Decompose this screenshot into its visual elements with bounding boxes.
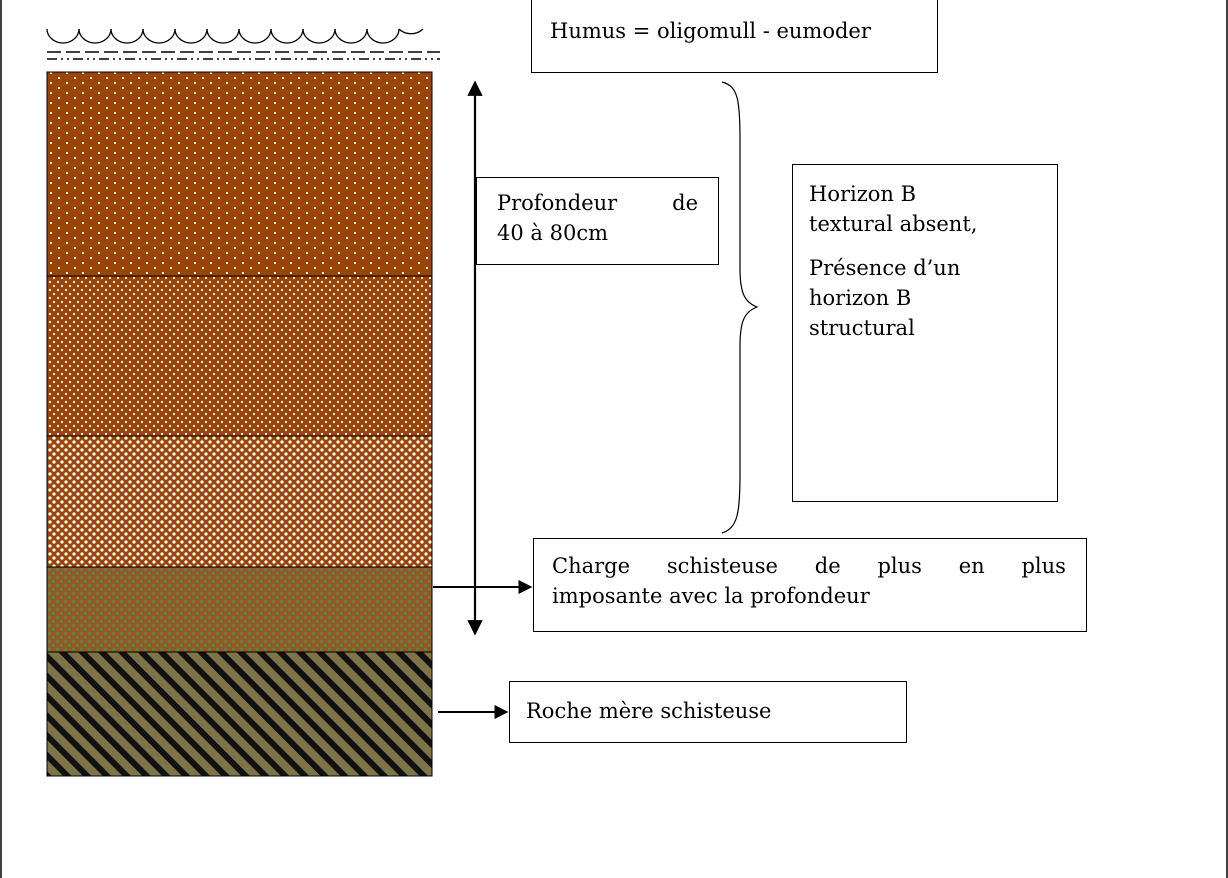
litter-dashes xyxy=(47,51,440,60)
bedrock-layer xyxy=(46,651,433,777)
roche-label-box: Roche mère schisteuse xyxy=(509,681,907,743)
charge-word: Charge xyxy=(552,554,631,578)
soil-layer-4 xyxy=(46,566,433,653)
depth-word-1: Profondeur xyxy=(497,191,618,215)
soil-layer-3 xyxy=(46,435,433,568)
horizon-text-line: Présence d’un xyxy=(809,256,961,280)
charge-word: en xyxy=(958,554,985,578)
horizon-text-line: textural absent, xyxy=(809,212,978,236)
humus-label-box: Humus = oligomull - eumoder xyxy=(531,0,938,73)
soil-layer-1 xyxy=(46,71,433,277)
depth-label-box: Profondeur de 40 à 80cm xyxy=(476,177,719,265)
curly-brace xyxy=(721,81,759,534)
charge-word: plus xyxy=(877,554,922,578)
depth-range: 40 à 80cm xyxy=(497,221,608,245)
roche-label: Roche mère schisteuse xyxy=(526,699,772,723)
charge-word: de xyxy=(814,554,841,578)
depth-word-2: de xyxy=(672,191,698,215)
horizon-text-line: horizon B xyxy=(809,286,912,310)
soil-layer-2 xyxy=(46,275,433,437)
charge-word: plus xyxy=(1021,554,1066,578)
horizon-text-line: structural xyxy=(809,316,915,340)
humus-label: Humus = oligomull - eumoder xyxy=(550,19,871,43)
charge-word: schisteuse xyxy=(666,554,778,578)
charge-line-2: imposante avec la profondeur xyxy=(552,584,870,608)
litter-arcs xyxy=(46,28,424,44)
charge-label-box: Charge schisteuse de plus en plus imposa… xyxy=(533,538,1087,632)
horizon-text-line: Horizon B xyxy=(809,182,917,206)
horizon-label-box: Horizon B textural absent, Présence d’un… xyxy=(792,164,1058,502)
